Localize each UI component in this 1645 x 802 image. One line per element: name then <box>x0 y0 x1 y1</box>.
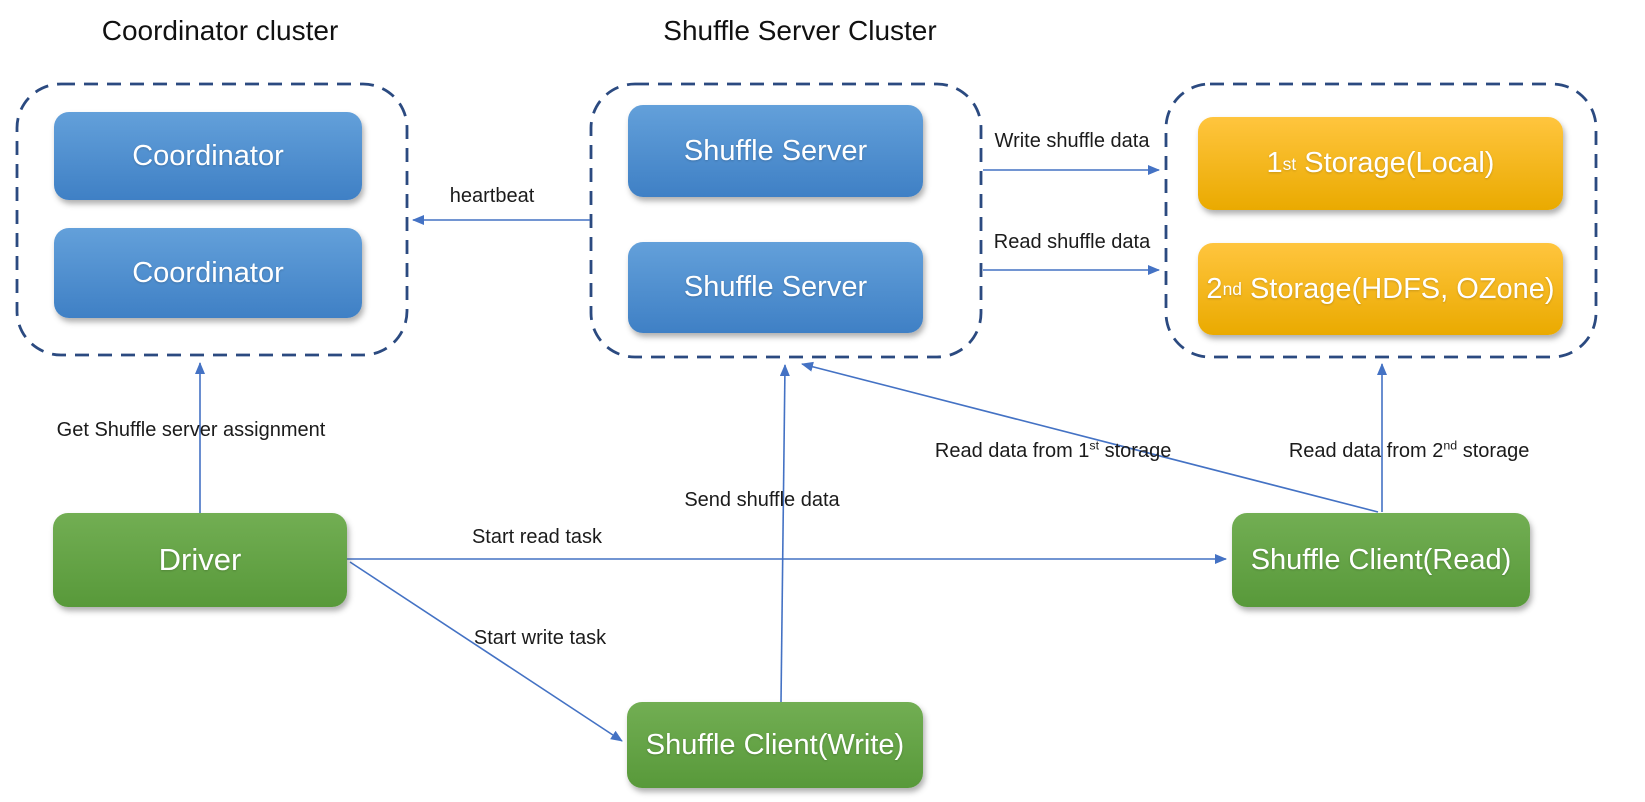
edge-write-shuffle-data-label: Write shuffle data <box>994 130 1150 152</box>
shuffle-server-node-2: Shuffle Server <box>628 242 923 333</box>
read-1st-label-text: Read data from 1 <box>934 440 1090 462</box>
read-2nd-label-text: Read data from 2 <box>1288 440 1444 462</box>
coordinator-node-1: Coordinator <box>54 112 362 200</box>
read-1st-label-suffix: storage <box>1099 440 1172 462</box>
edge-start-write-task-line <box>349 561 623 742</box>
edge-send-shuffle-data-line <box>779 364 790 703</box>
coordinator-cluster-border <box>15 82 409 357</box>
storage-2-label: Storage(HDFS, OZone) <box>1241 272 1555 305</box>
storage-cluster-border <box>1164 82 1598 359</box>
shuffle-client-read-node: Shuffle Client(Read) <box>1232 513 1530 607</box>
read-2nd-label-ordinal: nd <box>1443 438 1458 453</box>
shuffle-client-write-node: Shuffle Client(Write) <box>627 702 923 788</box>
edge-start-read-task-label: Start read task <box>471 526 603 548</box>
shuffle-server-cluster-border <box>589 82 983 359</box>
coordinator-cluster-title: Coordinator cluster <box>101 15 339 46</box>
edge-start-write-task-label: Start write task <box>473 627 607 649</box>
storage-1-number: 1 <box>1266 147 1283 179</box>
edge-send-shuffle-data-label: Send shuffle data <box>684 489 840 511</box>
edge-read-1st-storage-label: Read data from 1st storage <box>913 417 1172 486</box>
edge-read-2nd-storage-label: Read data from 2nd storage <box>1267 417 1530 486</box>
read-1st-label-ordinal: st <box>1089 438 1100 453</box>
driver-node: Driver <box>53 513 347 607</box>
storage-2-number: 2 <box>1206 272 1223 305</box>
shuffle-server-cluster-title: Shuffle Server Cluster <box>663 15 937 46</box>
edge-heartbeat-label: heartbeat <box>449 185 535 207</box>
edge-read-1st-storage-line <box>801 361 1379 513</box>
edge-get-assignment-label: Get Shuffle server assignment <box>56 419 326 441</box>
edge-read-shuffle-data-label: Read shuffle data <box>993 231 1151 253</box>
read-2nd-label-suffix: storage <box>1457 440 1530 462</box>
coordinator-node-2: Coordinator <box>54 228 362 318</box>
storage-1-label: Storage(Local) <box>1296 147 1495 179</box>
shuffle-server-node-1: Shuffle Server <box>628 105 923 197</box>
